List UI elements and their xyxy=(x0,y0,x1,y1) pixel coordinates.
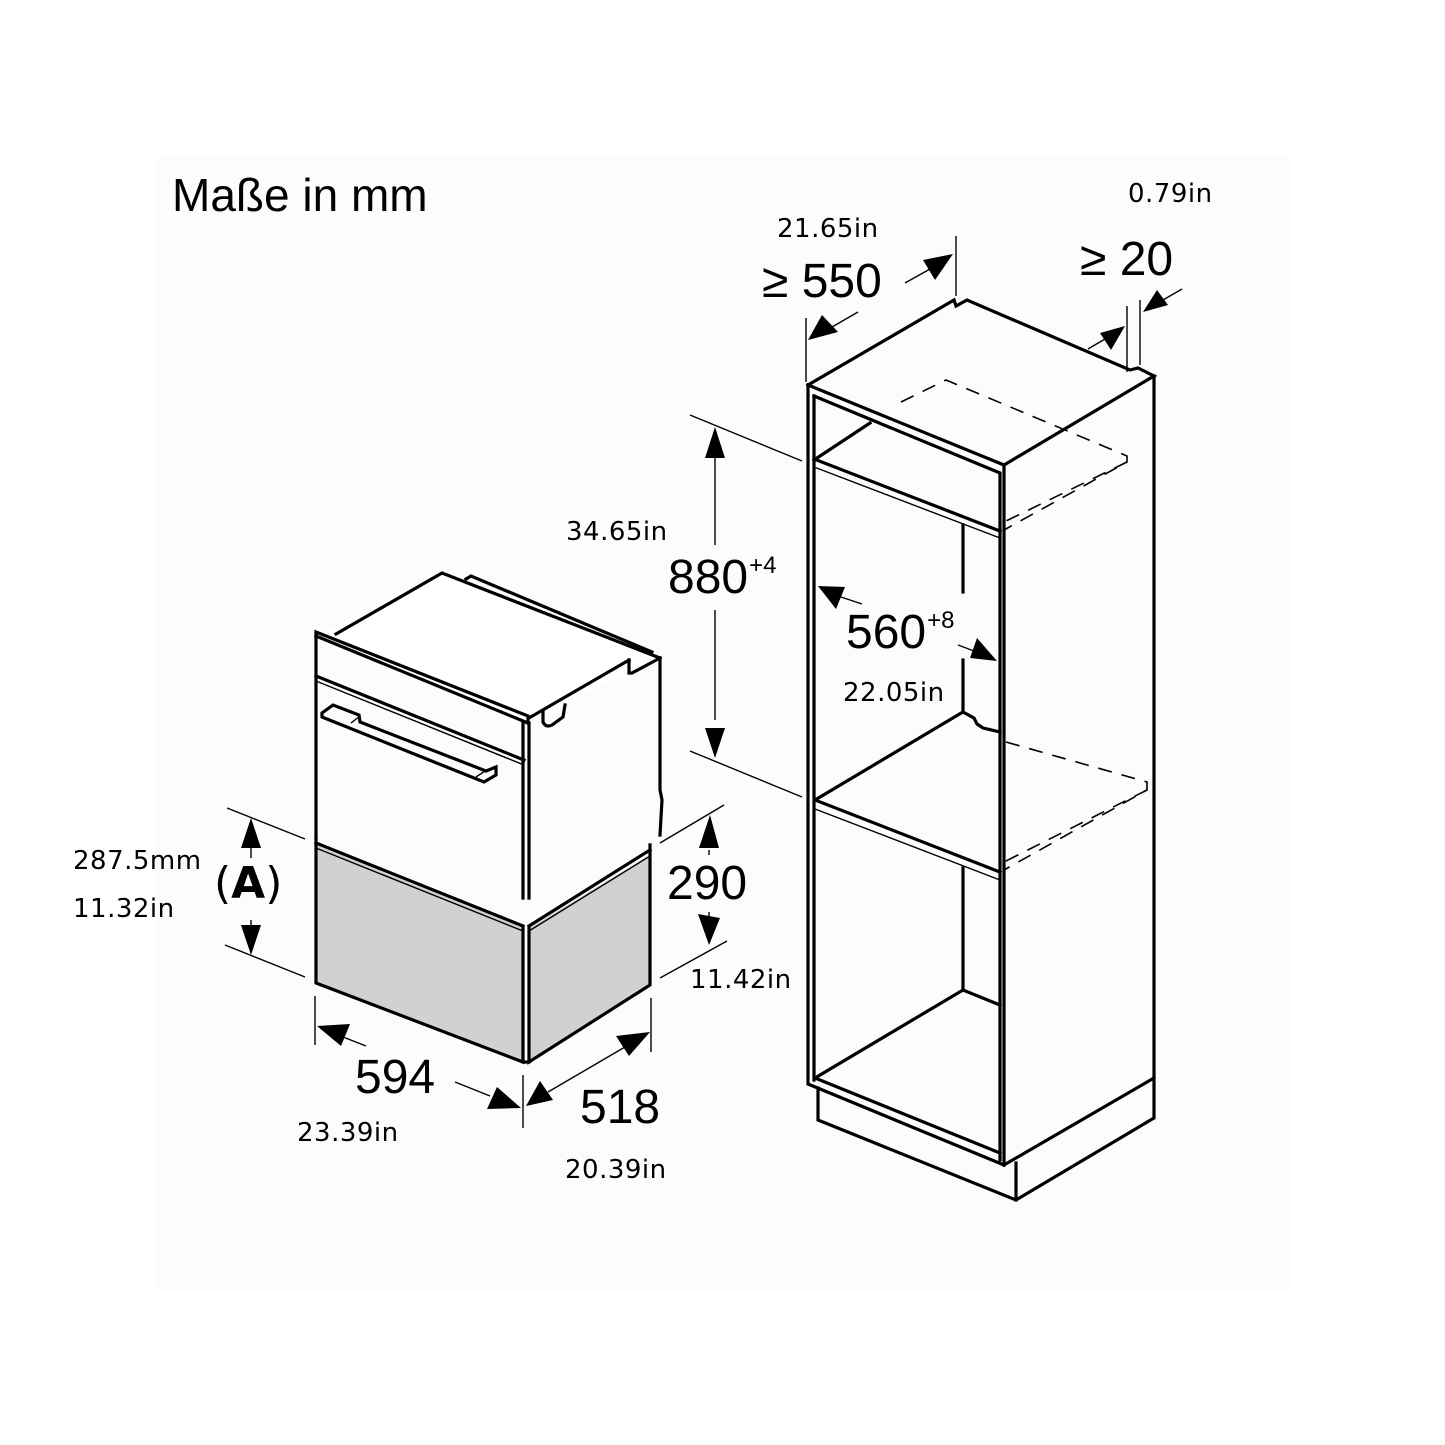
drawer-height-a-inches: 11.32in xyxy=(73,894,175,924)
cabinet-depth-inches: 21.65in xyxy=(777,214,879,244)
cabinet-depth-mm: ≥ 550 xyxy=(762,258,882,306)
dimension-594-518 xyxy=(314,996,652,1128)
rear-gap-mm: ≥ 20 xyxy=(1080,236,1173,284)
page-title: Maße in mm xyxy=(172,169,428,221)
niche-width-value: 560 xyxy=(846,606,927,659)
niche-height-inches: 34.65in xyxy=(566,517,668,547)
rear-gap-value: 20 xyxy=(1119,233,1174,286)
dimension-20 xyxy=(1087,288,1183,372)
oven-appliance xyxy=(313,571,664,900)
niche-height-value: 880 xyxy=(668,551,749,604)
dimension-560 xyxy=(818,586,997,661)
marker-open-paren: ( xyxy=(214,858,232,909)
drawing-panel xyxy=(157,157,1290,1290)
marker-letter: A xyxy=(231,858,266,909)
dimension-880 xyxy=(689,414,803,798)
rear-gap-inches: 0.79in xyxy=(1128,179,1213,209)
drawer-height-a-mm: 287.5mm xyxy=(73,846,202,876)
niche-width-inches: 22.05in xyxy=(843,678,945,708)
cabinet-depth-value: 550 xyxy=(801,255,882,308)
min-symbol: ≥ xyxy=(1080,233,1120,286)
marker-close-paren: ) xyxy=(265,858,283,909)
niche-width-tolerance: +8 xyxy=(927,607,955,634)
niche-height-tolerance: +4 xyxy=(749,552,777,579)
dimension-a xyxy=(224,807,306,978)
appliance-width-mm: 594 xyxy=(355,1051,436,1104)
drawer-marker-a: (A) xyxy=(214,862,282,906)
drawer-height-inches: 11.42in xyxy=(690,965,792,995)
appliance-depth-mm: 518 xyxy=(580,1081,661,1134)
dimension-290 xyxy=(659,804,728,979)
niche-width-mm: 560+8 xyxy=(846,609,954,657)
drawer-height-mm: 290 xyxy=(667,857,748,910)
warming-drawer xyxy=(313,836,653,1065)
appliance-width-inches: 23.39in xyxy=(297,1118,399,1148)
appliance-depth-inches: 20.39in xyxy=(565,1155,667,1185)
dimension-550 xyxy=(805,236,957,382)
housing-cabinet xyxy=(805,297,1158,1202)
niche-height-mm: 880+4 xyxy=(668,554,776,602)
min-symbol: ≥ xyxy=(762,255,802,308)
